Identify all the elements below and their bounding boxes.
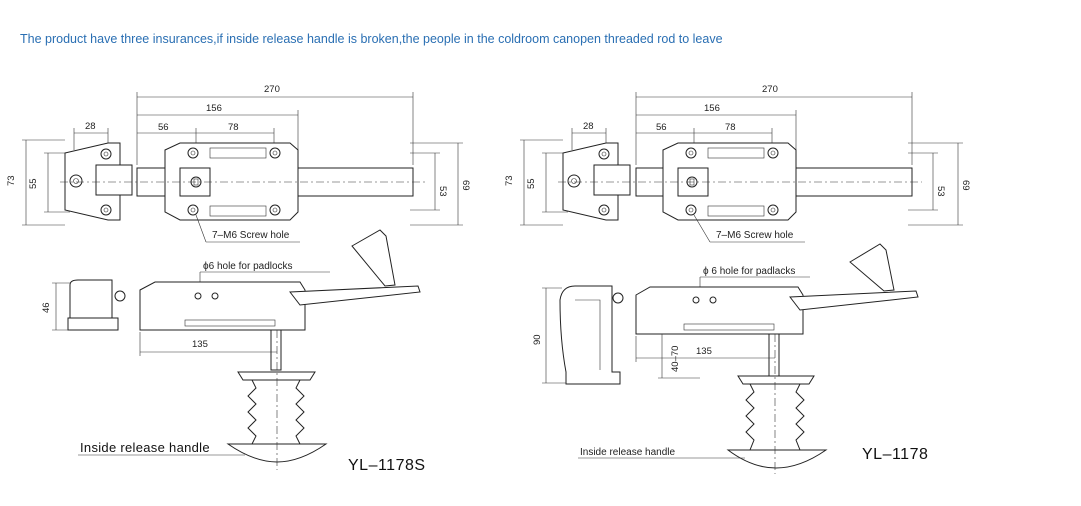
left-dim-270: 270 — [264, 84, 280, 95]
left-dim-55: 55 — [28, 178, 39, 189]
right-dim-56: 56 — [656, 122, 667, 133]
left-dim-156: 156 — [206, 103, 222, 114]
right-dim-156: 156 — [704, 103, 720, 114]
left-release-handle-label: Inside release handle — [80, 440, 210, 455]
right-dim-53: 53 — [935, 186, 946, 197]
left-dim-56: 56 — [158, 122, 169, 133]
right-model-name: YL–1178 — [862, 446, 928, 463]
left-dim-69: 69 — [460, 180, 471, 191]
left-padlock-label: ϕ6 hole for padlocks — [203, 261, 293, 272]
right-dim-90: 90 — [532, 334, 543, 345]
right-dim-270: 270 — [762, 84, 778, 95]
right-release-handle-label: Inside release handle — [580, 447, 676, 458]
left-dim-73: 73 — [6, 175, 17, 186]
right-side-view: ϕ 6 hole for padlacks 90 40–70 135 Ins — [532, 243, 928, 474]
left-dim-135: 135 — [192, 339, 208, 350]
right-dim-28: 28 — [583, 121, 594, 132]
right-top-view: 270 156 56 78 28 73 55 53 69 — [504, 84, 971, 243]
left-screw-hole-label: 7–M6 Screw hole — [212, 230, 290, 241]
left-dim-78: 78 — [228, 122, 239, 133]
right-screw-hole-label: 7–M6 Screw hole — [716, 230, 794, 241]
left-model-name: YL–1178S — [348, 457, 426, 474]
caption-text: The product have three insurances,if ins… — [20, 32, 723, 46]
left-top-view: 270 156 56 78 28 73 55 53 69 — [6, 84, 471, 243]
right-dim-135: 135 — [696, 346, 712, 357]
left-dim-28: 28 — [85, 121, 96, 132]
right-dim-40-70: 40–70 — [670, 346, 681, 372]
left-dim-53: 53 — [437, 186, 448, 197]
left-side-view: ϕ6 hole for padlocks 46 135 Inside relea… — [41, 229, 426, 474]
right-dim-69: 69 — [960, 180, 971, 191]
right-dim-55: 55 — [526, 178, 537, 189]
right-padlock-label: ϕ 6 hole for padlacks — [703, 266, 795, 277]
right-dim-73: 73 — [504, 175, 515, 186]
left-dim-46: 46 — [41, 302, 52, 313]
right-dim-78: 78 — [725, 122, 736, 133]
